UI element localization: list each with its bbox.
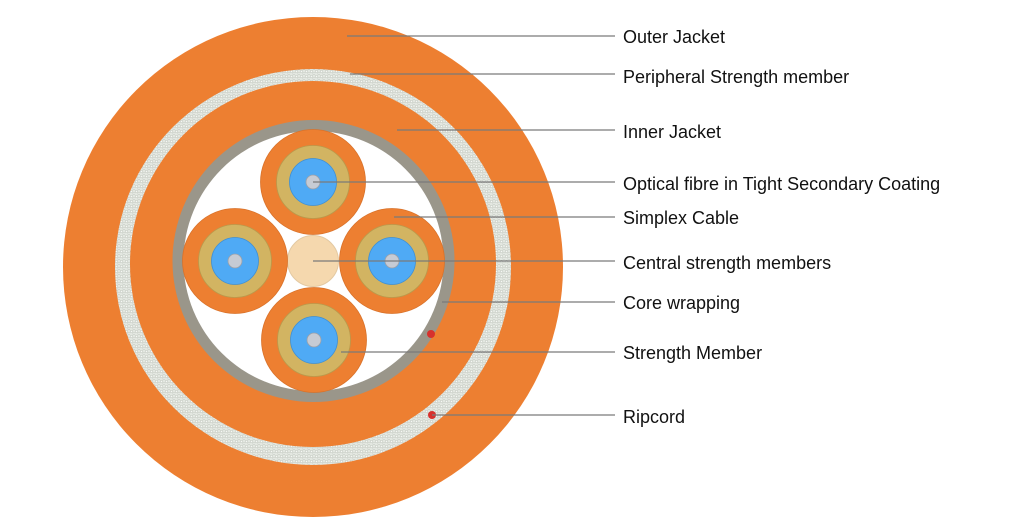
label-simplex-cable: Simplex Cable bbox=[623, 208, 739, 228]
label-outer-jacket: Outer Jacket bbox=[623, 27, 725, 47]
optical-fibre bbox=[227, 253, 243, 269]
optical-fibre bbox=[306, 332, 322, 348]
simplex-cable bbox=[261, 287, 367, 393]
label-peripheral-strength: Peripheral Strength member bbox=[623, 67, 849, 87]
label-ripcord: Ripcord bbox=[623, 407, 685, 427]
ripcord-inner bbox=[427, 330, 435, 338]
simplex-cable bbox=[182, 208, 288, 314]
label-strength-member: Strength Member bbox=[623, 343, 762, 363]
label-optical-fibre: Optical fibre in Tight Secondary Coating bbox=[623, 174, 940, 194]
label-inner-jacket: Inner Jacket bbox=[623, 122, 721, 142]
label-central-strength: Central strength members bbox=[623, 253, 831, 273]
label-core-wrapping: Core wrapping bbox=[623, 293, 740, 313]
